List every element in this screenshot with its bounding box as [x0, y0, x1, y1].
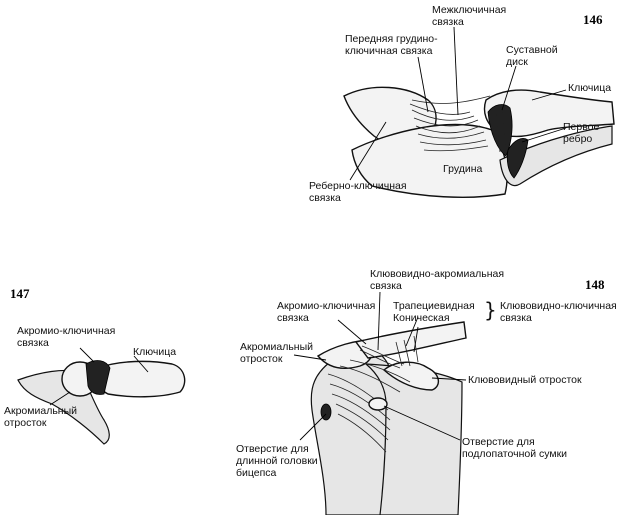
subscapular-bursa-opening [368, 397, 388, 411]
label-conoid-ligament: Коническая [393, 312, 450, 324]
label-first-rib: Первое ребро [563, 121, 600, 145]
disc-fibers [495, 107, 507, 153]
brace-symbol: } [484, 298, 497, 322]
label-trapezoid-ligament: Трапециевидная [393, 300, 475, 312]
label-clavicle-146: Ключица [568, 82, 612, 94]
label-coracoacromial-ligament: Клювовидно-акромиальная связка [370, 268, 505, 292]
label-coracoclavicular-ligament: Клювовидно-ключичная связка [500, 300, 617, 324]
first-rib-shape [499, 125, 613, 187]
clavicle-148-shape [354, 321, 467, 359]
figure-148-leaders [293, 291, 467, 441]
sternoclavicular-ligament-fibers [409, 95, 491, 152]
coracoid-process-shape [382, 361, 439, 391]
figure-number-147: 147 [10, 286, 30, 301]
label-interclavicular-ligament: Межключичная связка [432, 4, 507, 28]
figure-146-leaders [349, 26, 567, 181]
figure-number-148: 148 [585, 277, 605, 292]
label-articular-disc: Суставной диск [506, 44, 558, 68]
joint-capsule-fibers [327, 359, 411, 453]
costoclavicular-ligament-shape [506, 138, 529, 179]
figure-number-146: 146 [583, 12, 603, 27]
label-acromioclavicular-ligament-148: Акромио-ключичная связка [277, 300, 376, 324]
label-subscapular-opening: Отверстие для подлопаточной сумки [462, 436, 568, 460]
label-coracoid-process: Клювовидный отросток [468, 374, 582, 386]
label-clavicle-147: Ключица [133, 346, 177, 358]
label-costoclavicular-ligament: Реберно-ключичная связка [309, 180, 407, 204]
acromioclavicular-ligament-147 [85, 360, 111, 395]
articular-disc-shape [487, 104, 513, 157]
coracoclavicular-ligament-fibers [395, 335, 419, 367]
label-sternum: Грудина [443, 163, 483, 175]
label-acromion-148: Акромиальный отросток [240, 341, 314, 365]
label-anterior-sternoclavicular-ligament: Передняя грудино- ключичная связка [345, 33, 438, 57]
label-acromion-147: Акромиальный отросток [4, 405, 78, 429]
label-biceps-opening: Отверстие для длинной головки бицепса [236, 443, 318, 479]
label-acromioclavicular-ligament-147: Акромио-ключичная связка [17, 325, 116, 349]
figure-147-leaders [49, 347, 149, 406]
